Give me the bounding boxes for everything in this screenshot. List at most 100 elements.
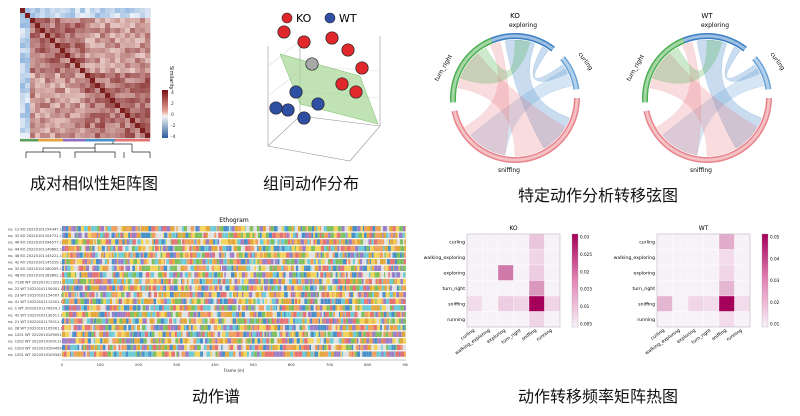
behaviour-segment	[171, 338, 176, 344]
behaviour-segment	[273, 331, 277, 337]
behaviour-segment	[143, 245, 145, 252]
behaviour-segment	[210, 298, 213, 304]
behaviour-segment	[232, 311, 236, 318]
behaviour-segment	[315, 278, 320, 285]
similarity-cell	[40, 88, 46, 94]
behaviour-segment	[364, 325, 366, 331]
similarity-cell	[85, 38, 91, 44]
behaviour-segment	[135, 272, 139, 278]
behaviour-segment	[381, 265, 385, 271]
behaviour-segment	[157, 292, 159, 298]
chord-link	[457, 53, 566, 157]
behaviour-segment	[184, 305, 186, 311]
behaviour-segment	[164, 285, 167, 291]
similarity-cell	[115, 93, 121, 99]
behaviour-segment	[310, 265, 312, 271]
similarity-cell	[110, 113, 116, 119]
behaviour-segment	[367, 259, 370, 265]
behaviour-segment	[215, 278, 218, 285]
behaviour-segment	[330, 278, 333, 285]
behaviour-segment	[257, 245, 259, 252]
behaviour-segment	[133, 232, 137, 238]
behaviour-segment	[326, 292, 330, 298]
behaviour-segment	[121, 344, 125, 351]
behaviour-segment	[149, 305, 151, 311]
similarity-cell	[145, 33, 151, 39]
behaviour-segment	[112, 298, 116, 304]
behaviour-segment	[150, 305, 154, 311]
chord-segment-ticks	[753, 57, 770, 90]
heatmap-cell	[528, 264, 545, 281]
behaviour-segment	[63, 351, 67, 357]
behaviour-segment	[329, 311, 332, 318]
similarity-cell	[45, 28, 51, 34]
behaviour-segment	[313, 305, 316, 311]
behaviour-segment	[296, 278, 299, 285]
behaviour-segment	[277, 259, 280, 265]
behaviour-segment	[277, 226, 282, 232]
behaviour-segment	[389, 331, 392, 337]
chord-label-exploring: exploring	[701, 22, 729, 29]
behaviour-segment	[244, 226, 246, 232]
behaviour-segment	[165, 331, 170, 337]
behaviour-segment	[248, 298, 252, 304]
behaviour-segment	[62, 325, 65, 331]
behaviour-segment	[328, 252, 333, 258]
behaviour-segment	[227, 298, 231, 304]
behaviour-segment	[159, 311, 161, 318]
behaviour-segment	[105, 318, 109, 324]
behaviour-segment	[374, 285, 379, 291]
behaviour-segment	[402, 278, 406, 285]
behaviour-segment	[111, 311, 115, 318]
heatmap-cell	[703, 233, 720, 250]
behaviour-segment	[141, 285, 146, 291]
behaviour-segment	[281, 325, 284, 331]
behaviour-segment	[394, 259, 397, 265]
behaviour-segment	[171, 232, 176, 238]
similarity-cell	[95, 8, 101, 14]
behaviour-segment	[378, 245, 380, 252]
behaviour-segment	[234, 252, 237, 258]
behaviour-segment	[155, 259, 158, 265]
behaviour-segment	[177, 265, 181, 271]
behaviour-segment	[63, 285, 66, 291]
behaviour-segment	[198, 278, 200, 285]
behaviour-segment	[202, 278, 206, 285]
behaviour-segment	[211, 265, 215, 271]
behaviour-segment	[240, 245, 242, 252]
behaviour-segment	[222, 344, 226, 351]
heatmap-cell	[672, 233, 689, 250]
behaviour-segment	[318, 252, 320, 258]
behaviour-segment	[283, 325, 285, 331]
behaviour-segment	[218, 344, 222, 351]
behaviour-segment	[62, 298, 64, 304]
behaviour-segment	[347, 259, 349, 265]
behaviour-segment	[141, 226, 145, 232]
behaviour-segment	[236, 325, 239, 331]
behaviour-segment	[217, 331, 221, 337]
wt-legend-label: WT	[339, 12, 357, 25]
behaviour-segment	[285, 331, 289, 337]
similarity-cell	[100, 18, 106, 24]
similarity-cell	[20, 108, 26, 114]
behaviour-segment	[105, 232, 109, 238]
behaviour-segment	[77, 344, 80, 351]
behaviour-segment	[269, 311, 273, 318]
similarity-cell	[130, 33, 136, 39]
behaviour-segment	[92, 272, 95, 278]
behaviour-segment	[266, 226, 270, 232]
behaviour-segment	[370, 325, 373, 331]
behaviour-segment	[223, 272, 225, 278]
behaviour-segment	[119, 232, 121, 238]
behaviour-segment	[108, 232, 110, 238]
behaviour-segment	[382, 318, 385, 324]
behaviour-segment	[404, 232, 406, 238]
behaviour-segment	[86, 298, 90, 304]
wt-legend-marker	[324, 12, 336, 24]
similarity-cell	[120, 63, 126, 69]
behaviour-segment	[120, 344, 122, 351]
ethogram-row-label: no. 48 KO 20220101183602.1	[8, 274, 62, 278]
behaviour-segment	[371, 265, 374, 271]
similarity-cell	[65, 133, 71, 139]
behaviour-segment	[304, 265, 306, 271]
